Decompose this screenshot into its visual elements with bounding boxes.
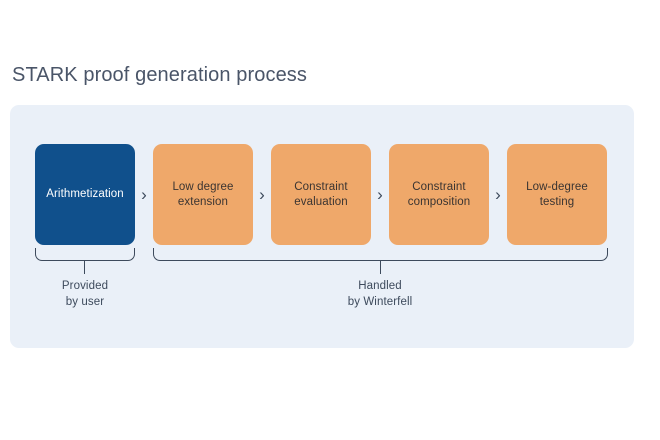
caption-line: by Winterfell bbox=[347, 296, 413, 308]
caption-line: Provided bbox=[61, 280, 109, 292]
chevron-right-icon: › bbox=[495, 184, 501, 204]
stage-label: Constraint composition bbox=[407, 180, 471, 208]
chevron-right-icon: › bbox=[141, 184, 147, 204]
stage-label: Low degree extension bbox=[172, 180, 234, 208]
process-flow-row: Arithmetization › Low degree extension ›… bbox=[35, 144, 608, 245]
chevron-right-icon: › bbox=[259, 184, 265, 204]
caption-line: by user bbox=[65, 296, 105, 308]
stage-label: Constraint evaluation bbox=[294, 180, 348, 208]
stage-box-constraint-composition[interactable]: Constraint composition bbox=[389, 144, 489, 245]
stage-box-low-degree-testing[interactable]: Low-degree testing bbox=[507, 144, 607, 245]
stage-box-low-degree-extension[interactable]: Low degree extension bbox=[153, 144, 253, 245]
stage-label: Arithmetization bbox=[46, 188, 124, 200]
group-caption-handled-by-winterfell: Handled by Winterfell bbox=[320, 278, 440, 310]
group-bracket-provided-by-user bbox=[35, 248, 135, 261]
caption-line: Handled bbox=[358, 280, 402, 292]
chevron-right-icon: › bbox=[377, 184, 383, 204]
group-bracket-handled-by-winterfell bbox=[153, 248, 608, 261]
stage-label: Low-degree testing bbox=[526, 180, 588, 208]
stage-box-constraint-evaluation[interactable]: Constraint evaluation bbox=[271, 144, 371, 245]
stage-box-arithmetization[interactable]: Arithmetization bbox=[35, 144, 135, 245]
group-bracket-stem-provided-by-user bbox=[84, 261, 86, 274]
group-caption-provided-by-user: Provided by user bbox=[25, 278, 145, 310]
group-bracket-stem-handled-by-winterfell bbox=[380, 261, 382, 274]
page-title: STARK proof generation process bbox=[12, 64, 308, 86]
